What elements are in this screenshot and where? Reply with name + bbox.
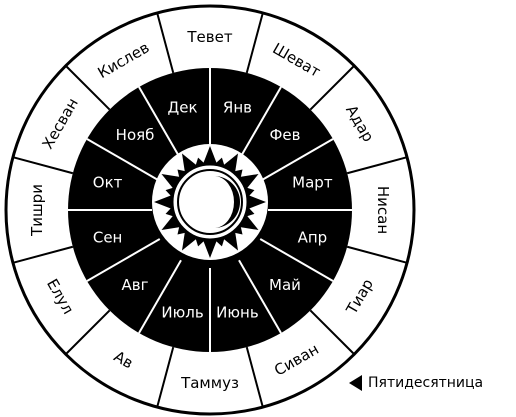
hebrew-month-label: Тишри xyxy=(28,184,46,237)
gregorian-month-label: Июнь xyxy=(216,303,259,321)
gregorian-month-label: Нояб xyxy=(116,126,155,144)
gregorian-month-label: Окт xyxy=(93,174,123,192)
gregorian-month-label: Март xyxy=(292,174,333,192)
gregorian-month-label: Дек xyxy=(168,99,198,117)
hebrew-month-label: Нисан xyxy=(374,186,392,234)
sun-and-crescent-moon-icon xyxy=(152,144,268,260)
pentecost-label: Пятидесятница xyxy=(368,375,483,391)
gregorian-month-label: Авг xyxy=(122,276,149,294)
hebrew-month-label: Тевет xyxy=(186,28,232,46)
gregorian-month-label: Фев xyxy=(269,126,300,144)
gregorian-month-label: Июль xyxy=(161,303,203,321)
pentecost-callout: Пятидесятница xyxy=(349,372,483,394)
sun-inner-ring-icon xyxy=(178,170,242,234)
hebrew-month-label: Таммуз xyxy=(180,374,239,392)
gregorian-month-label: Апр xyxy=(298,228,328,246)
gregorian-month-label: Май xyxy=(269,276,301,294)
pointer-triangle-icon xyxy=(349,375,362,391)
gregorian-month-label: Сен xyxy=(93,228,123,246)
gregorian-month-label: Янв xyxy=(223,99,252,117)
